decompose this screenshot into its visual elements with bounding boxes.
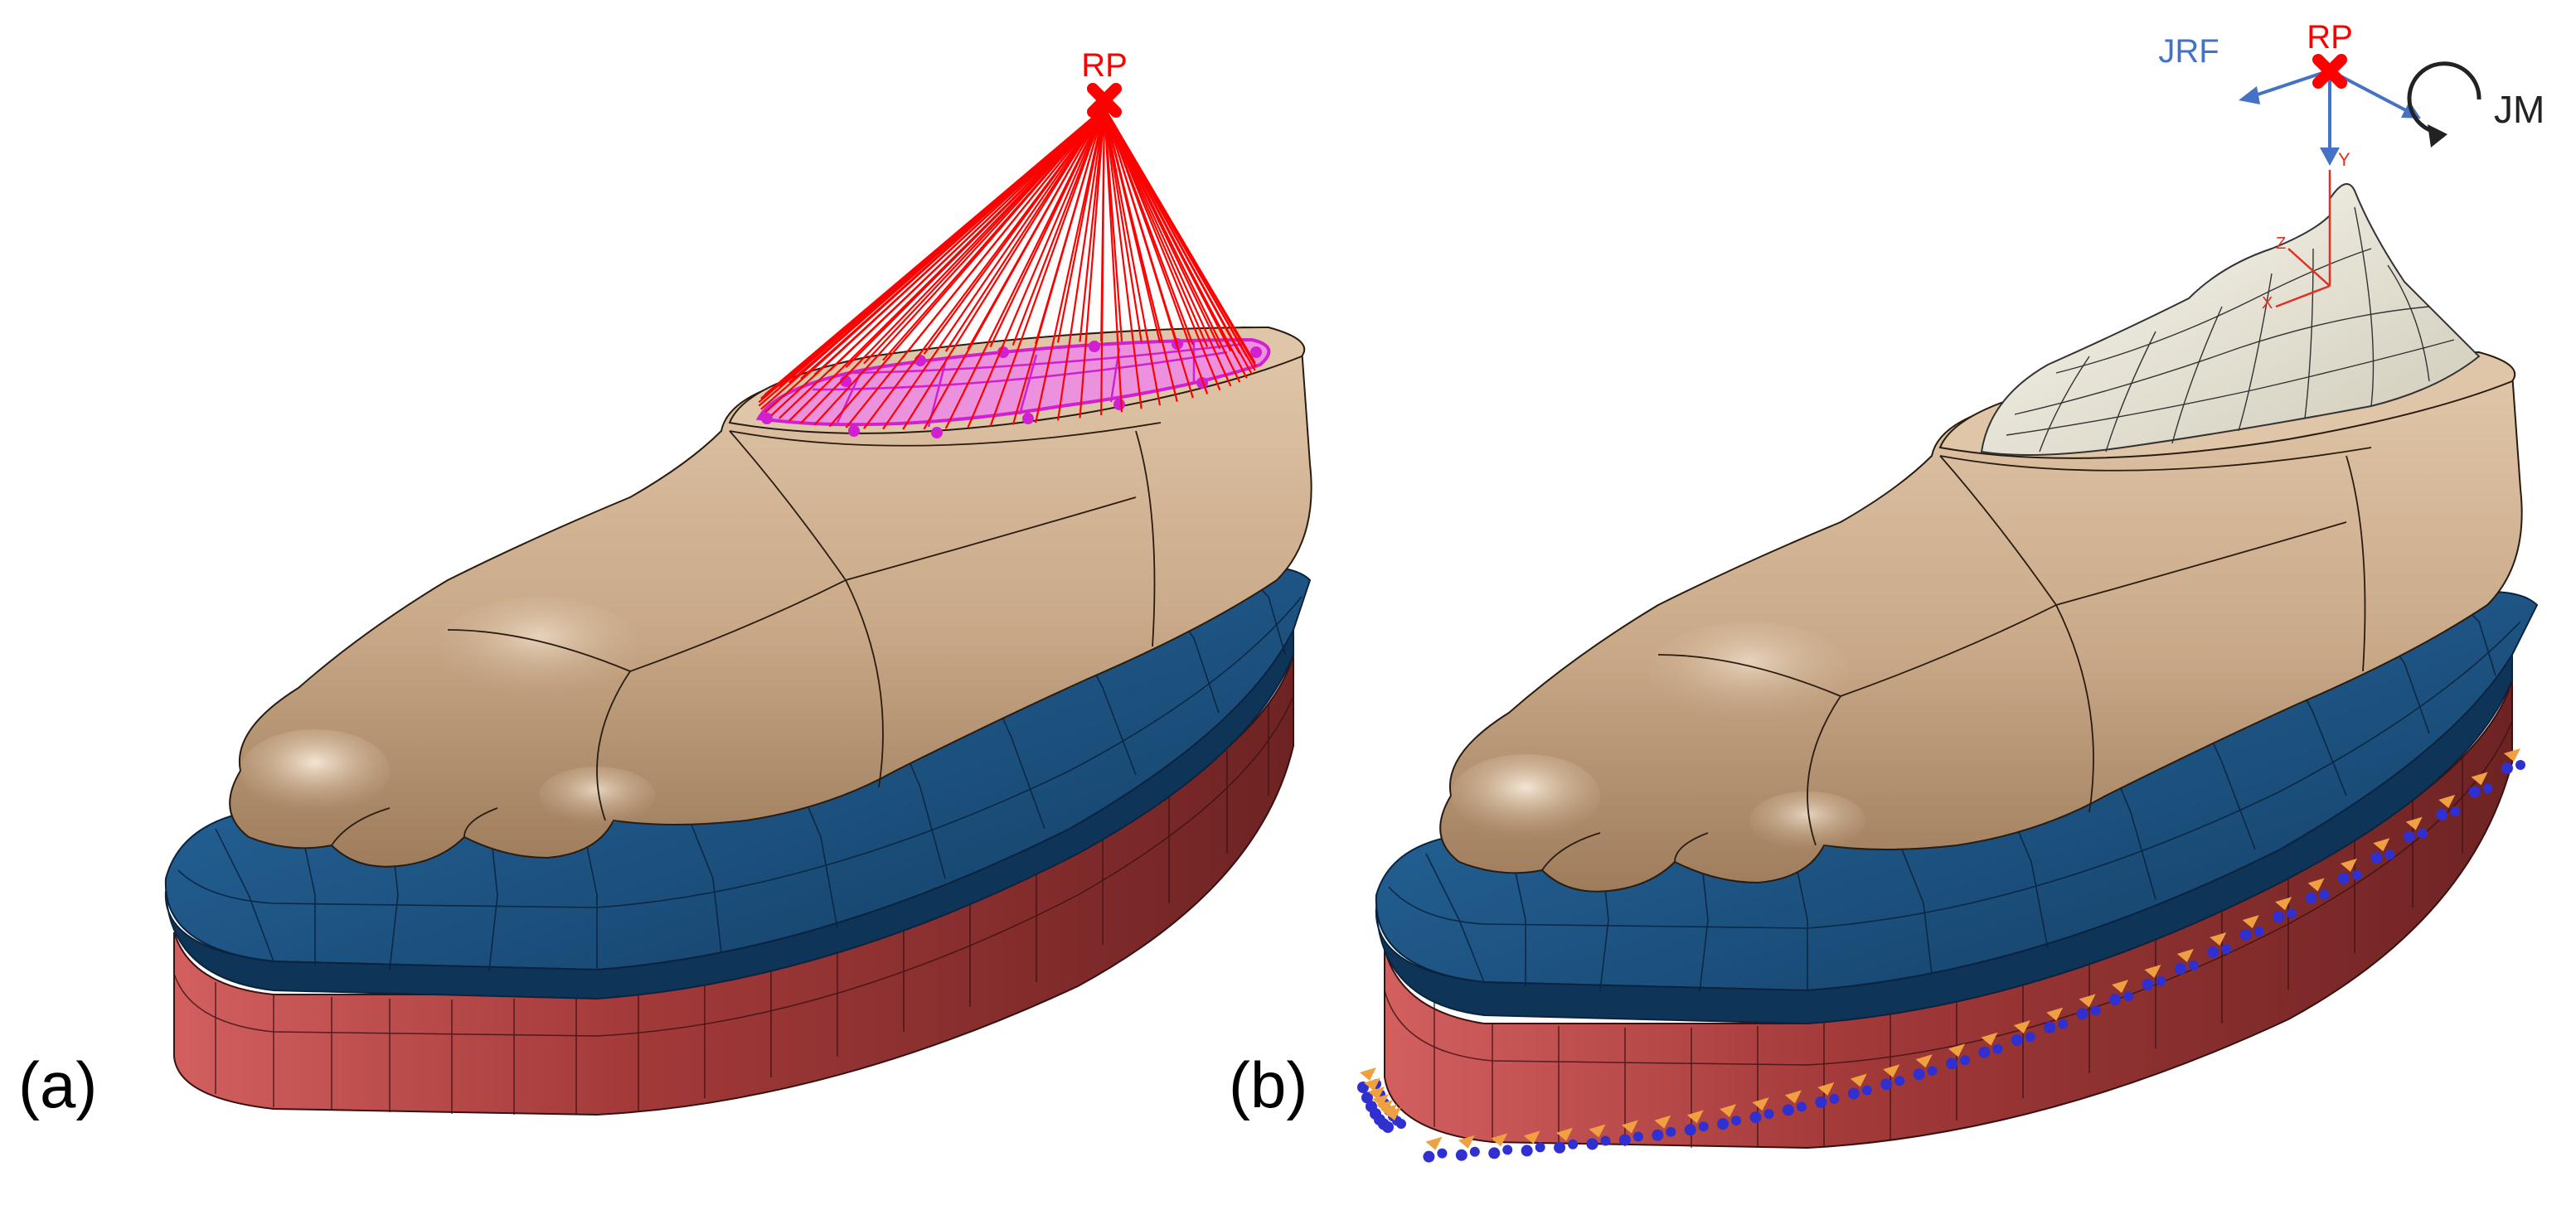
bc-marker — [2239, 915, 2264, 941]
boundary-conditions — [1357, 748, 2525, 1163]
bc-marker — [2370, 838, 2395, 864]
jm-label: JM — [2494, 88, 2544, 131]
bc-marker — [1946, 1043, 1970, 1070]
panel-label-a: (a) — [18, 1048, 98, 1121]
jrf-label: JRF — [2158, 33, 2219, 70]
bc-marker — [1782, 1090, 1807, 1116]
bc-marker — [1815, 1082, 1840, 1108]
bc-marker — [1521, 1130, 1545, 1157]
bc-marker — [1880, 1064, 1905, 1091]
talus-bone: Y Z X — [1980, 149, 2481, 456]
bc-marker — [1586, 1124, 1611, 1150]
bc-marker — [1913, 1054, 1938, 1081]
bc-marker — [2468, 772, 2493, 798]
bc-marker — [1455, 1135, 1480, 1161]
bc-marker — [1749, 1097, 1774, 1124]
bc-marker — [2142, 964, 2166, 990]
bc-marker — [1847, 1073, 1872, 1100]
bc-marker — [1652, 1115, 1676, 1141]
rp-label-b: RP — [2307, 19, 2353, 56]
axis-z-label: Z — [2276, 235, 2286, 253]
bc-marker — [1423, 1136, 1448, 1163]
bc-marker — [2305, 878, 2330, 904]
joint-loads: RP JRF JM — [2158, 19, 2544, 166]
bc-marker — [2273, 897, 2297, 923]
bc-marker — [2501, 748, 2525, 774]
axis-x-label: X — [2262, 294, 2273, 312]
bc-marker — [2044, 1007, 2069, 1033]
axis-y-label: Y — [2338, 149, 2350, 170]
bc-marker — [2076, 994, 2101, 1020]
bc-marker — [1488, 1133, 1513, 1159]
midsole-a — [173, 654, 1294, 1116]
bc-marker — [2207, 932, 2232, 958]
bc-marker — [1618, 1120, 1643, 1146]
bc-marker — [1554, 1127, 1579, 1154]
panel-b: Y Z X RP JRF JM — [1357, 19, 2544, 1163]
bc-marker — [2011, 1020, 2035, 1047]
panel-label-b: (b) — [1229, 1048, 1308, 1121]
bc-marker — [2436, 795, 2461, 821]
bc-marker — [1978, 1032, 2003, 1058]
bc-marker — [2337, 858, 2362, 884]
bc-marker — [1684, 1110, 1709, 1136]
bc-marker — [2174, 948, 2199, 975]
coupling-constraint-lines — [758, 107, 1257, 430]
bc-marker — [2109, 980, 2134, 1006]
reference-point-a: RP — [1081, 47, 1128, 118]
bc-marker — [1717, 1104, 1742, 1130]
rp-label-a: RP — [1081, 47, 1128, 84]
bc-marker — [2403, 816, 2428, 843]
bc-marker — [1382, 1107, 1406, 1133]
panel-a: RP — [164, 47, 1312, 1116]
